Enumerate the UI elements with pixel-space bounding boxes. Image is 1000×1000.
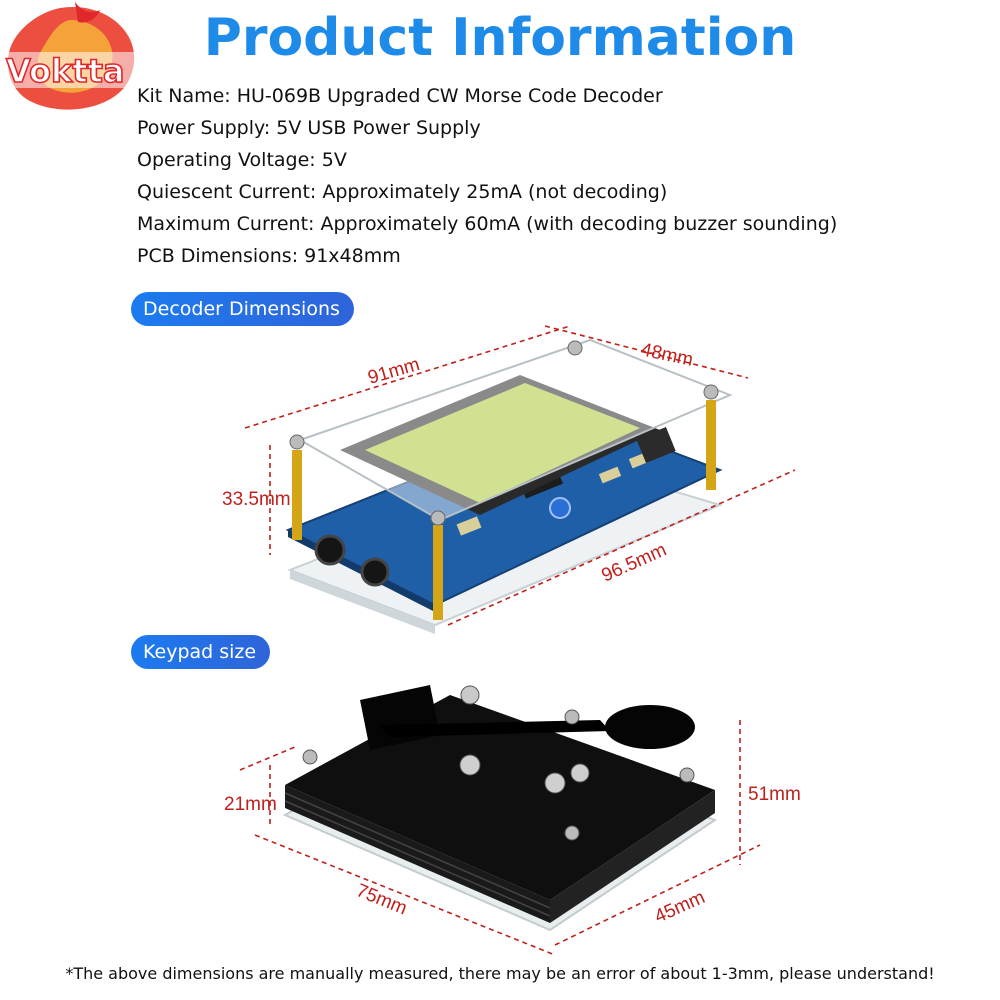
spec-item: Operating Voltage: 5V: [137, 149, 347, 171]
lcd-screen: [365, 383, 640, 503]
keypad-body: [285, 695, 715, 900]
resistor: [598, 466, 622, 484]
screw-head: [679, 767, 695, 783]
brass-standoff: [433, 525, 443, 620]
spec-item: Power Supply: 5V USB Power Supply: [137, 117, 481, 139]
audio-jack-icon: [360, 557, 390, 587]
spec-item: Quiescent Current: Approximately 25mA (n…: [137, 181, 668, 203]
screw-head: [430, 510, 446, 526]
brass-standoff: [292, 450, 302, 540]
contact-screw: [544, 772, 566, 794]
page-title: Product Information: [203, 8, 797, 68]
keypad-side: [550, 790, 715, 923]
spec-item: Maximum Current: Approximately 60mA (wit…: [137, 213, 838, 235]
audio-jack-icon: [314, 534, 346, 566]
spec-item: Kit Name: HU-069B Upgraded CW Morse Code…: [137, 85, 663, 107]
adjust-knob: [460, 685, 480, 705]
decoder-height-label: 33.5mm: [222, 489, 291, 510]
brass-standoff: [706, 400, 716, 490]
dimension-lines: [239, 720, 761, 956]
brand-logo: Voktta: [0, 2, 168, 110]
screw-head: [564, 709, 580, 725]
decoder-photo: 91mm 48mm 33.5mm 96.5mm: [222, 325, 796, 634]
potentiometer: [549, 497, 571, 519]
screw-head: [289, 434, 305, 450]
screw-head: [567, 340, 583, 356]
keypad-side: [285, 785, 550, 923]
spec-list: Kit Name: HU-069B Upgraded CW Morse Code…: [137, 82, 837, 274]
footnote: *The above dimensions are manually measu…: [65, 964, 935, 983]
lever-paddle: [605, 705, 695, 749]
decoder-dimensions-badge: Decoder Dimensions: [131, 292, 354, 326]
resistor: [456, 516, 482, 536]
screw-head: [302, 749, 318, 765]
contact-screw: [459, 754, 481, 776]
keypad-height-label: 21mm: [224, 794, 277, 815]
spec-item: PCB Dimensions: 91x48mm: [137, 245, 401, 267]
screw-head: [564, 825, 580, 841]
keypad-photo: 21mm 51mm 75mm 45mm: [224, 685, 800, 956]
dimension-lines: [244, 325, 796, 626]
decoder-length-label: 91mm: [366, 354, 423, 389]
keypad-size-badge: Keypad size: [131, 635, 271, 669]
screw-head: [703, 384, 719, 400]
contact-screw: [570, 763, 590, 783]
keypad-depth-label: 51mm: [748, 784, 800, 805]
logo-text: Voktta: [6, 52, 124, 90]
lever-arm: [380, 720, 610, 737]
top-plate: [297, 338, 733, 522]
base-plate-edge: [290, 570, 435, 634]
